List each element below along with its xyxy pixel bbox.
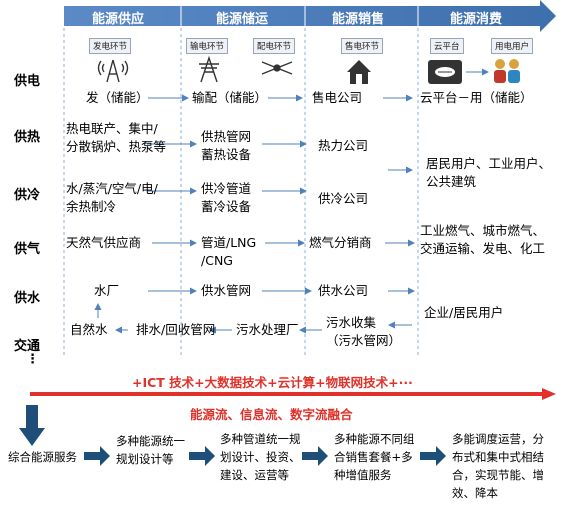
stage-supply: 能源供应 bbox=[92, 12, 145, 27]
header-arrow bbox=[64, 0, 556, 32]
service-start: 综合能源服务 bbox=[8, 450, 77, 464]
water-supply: 水厂 bbox=[94, 283, 120, 298]
cold-sales: 供冷公司 bbox=[318, 191, 369, 206]
heat-cold-consume: 居民用户、工业用户、公共建筑 bbox=[426, 156, 552, 189]
fusion-line: 能源流、信息流、数字流融合 bbox=[190, 407, 353, 422]
row-water: 供水 bbox=[14, 291, 41, 306]
gas-transport: 管道/LNG /CNG bbox=[201, 235, 257, 268]
tag-generation: 发电环节 bbox=[89, 38, 132, 54]
tower-icon bbox=[97, 59, 129, 83]
tech-line: +ICT 技术+大数据技术+云计算+物联网技术+··· bbox=[132, 375, 413, 390]
power-consume: 云平台－用（储能） bbox=[420, 90, 533, 105]
gas-consume: 工业燃气、城市燃气、交通运输、发电、化工 bbox=[420, 223, 546, 256]
sewage-source: 自然水 bbox=[70, 322, 108, 337]
flow-arrows bbox=[94, 94, 415, 334]
service-step-3: 多种能源不同组合销售套餐+多种增值服务 bbox=[334, 432, 415, 482]
heat-transport: 供热管网 蓄热设备 bbox=[201, 129, 252, 162]
heat-supply: 热电联产、集中/分散锅炉、热泵等 bbox=[66, 121, 167, 154]
row-gas: 供气 bbox=[14, 242, 41, 257]
pylon-icon bbox=[199, 55, 219, 83]
service-step-2: 多种管道统一规划设计、投资、建设、运营等 bbox=[220, 432, 301, 482]
sewage-treat: 污水处理厂 bbox=[236, 322, 299, 337]
gas-supply: 天然气供应商 bbox=[66, 235, 142, 250]
water-transport: 供水管网 bbox=[201, 283, 252, 298]
users-icon bbox=[494, 59, 520, 83]
power-supply: 发（储能） bbox=[86, 90, 149, 105]
water-consume: 企业/居民用户 bbox=[424, 305, 504, 320]
tag-transmission: 输电环节 bbox=[186, 38, 229, 54]
tag-cloud: 云平台 bbox=[430, 38, 464, 54]
water-sales: 供水公司 bbox=[318, 283, 369, 298]
cold-supply: 水/蒸汽/空气/电/余热制冷 bbox=[66, 181, 158, 214]
row-power: 供电 bbox=[14, 74, 41, 89]
stage-storage: 能源储运 bbox=[216, 12, 269, 27]
stage-consume: 能源消费 bbox=[450, 12, 503, 27]
power-transport: 输配（储能） bbox=[192, 90, 268, 105]
house-icon bbox=[347, 60, 371, 84]
service-step-4: 多能调度运营，分布式和集中式相结合，实现节能、增效、降本 bbox=[452, 432, 544, 500]
cloud-icon bbox=[428, 60, 462, 84]
gas-sales: 燃气分销商 bbox=[309, 235, 372, 250]
service-step-1: 多种能源统一规划设计等 bbox=[116, 434, 185, 466]
tag-distribution: 配电环节 bbox=[253, 38, 296, 54]
power-sales: 售电公司 bbox=[312, 90, 363, 105]
tag-retail: 售电环节 bbox=[341, 38, 384, 54]
distribution-icon bbox=[261, 61, 293, 75]
row-more: ⋮ bbox=[26, 352, 39, 367]
sewage-collect: 污水收集 （污水管网） bbox=[326, 315, 402, 348]
row-cold: 供冷 bbox=[14, 188, 41, 203]
tag-user: 用电用户 bbox=[491, 38, 534, 54]
row-traffic: 交通 bbox=[14, 339, 41, 354]
row-heat: 供热 bbox=[14, 130, 41, 145]
sewage-recycle: 排水/回收管网 bbox=[136, 322, 216, 337]
down-arrow bbox=[19, 405, 45, 446]
heat-sales: 热力公司 bbox=[318, 138, 369, 153]
chain-arrows bbox=[84, 446, 446, 466]
stage-sales: 能源销售 bbox=[332, 12, 385, 27]
cold-transport: 供冷管道 蓄冷设备 bbox=[201, 181, 252, 214]
tech-arrow bbox=[30, 388, 556, 400]
